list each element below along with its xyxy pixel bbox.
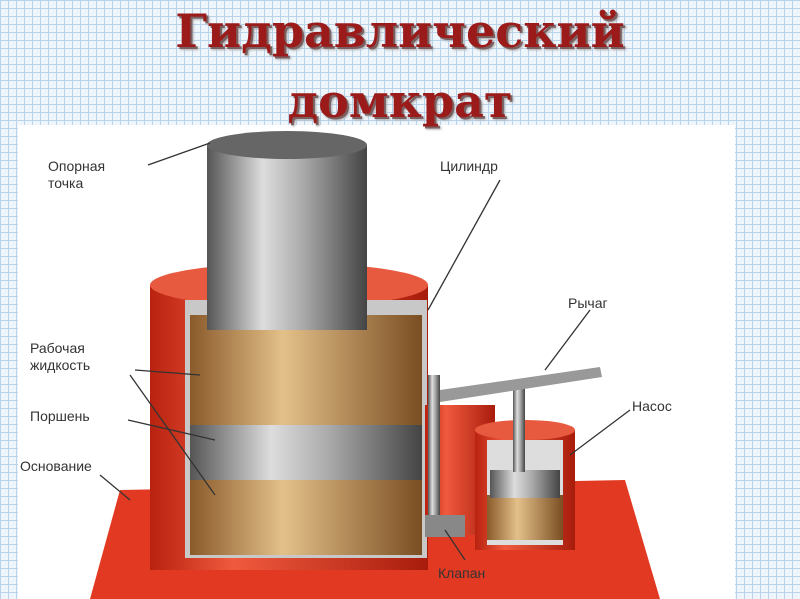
label-lever: Рычаг — [568, 295, 608, 311]
pipe — [428, 375, 440, 525]
support-rod — [207, 145, 367, 330]
label-base: Основание — [20, 458, 92, 474]
pointer-lines — [99, 142, 631, 561]
valve — [425, 515, 465, 537]
working-fluid-upper — [190, 315, 422, 425]
pump-rod — [513, 380, 525, 472]
piston — [190, 425, 422, 480]
label-piston: Поршень — [30, 408, 90, 424]
title-line-2: домкрат — [287, 74, 513, 128]
label-valve: Клапан — [438, 565, 486, 581]
pump-fluid — [487, 495, 563, 540]
label-cylinder: Цилиндр — [440, 158, 498, 174]
label-working-fluid: Рабочая жидкость — [30, 340, 91, 373]
working-fluid-lower — [190, 480, 422, 555]
title-line-1: Гидравлический — [175, 4, 625, 58]
pump-piston — [490, 470, 560, 498]
label-support-point: Опорная точка — [48, 158, 106, 191]
support-rod-top — [207, 131, 367, 159]
label-pump: Насос — [632, 398, 672, 414]
lever — [440, 367, 602, 402]
